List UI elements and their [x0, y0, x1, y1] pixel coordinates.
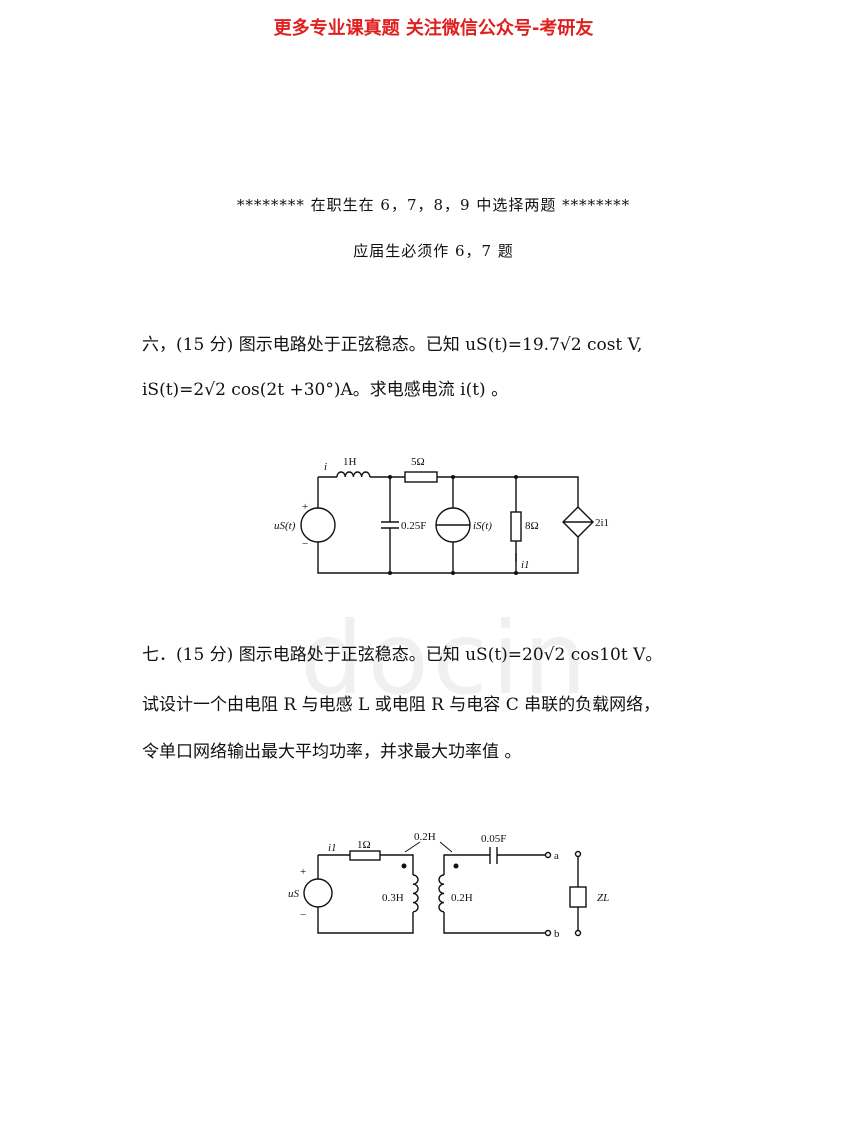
wires [317, 476, 579, 574]
label-zl: ZL [597, 892, 609, 904]
capacitor-0.05f [489, 847, 498, 864]
circuit-q6: i 1H 5Ω uS(t) + − 0.25F iS(t) 8Ω i1 2i1 [274, 456, 609, 575]
question6-line1: 六，(15 分) 图示电路处于正弦稳态。已知 uS(t)=19.7√2 cost… [142, 335, 643, 355]
label-i1: i1 [328, 842, 337, 854]
label-0.3h: 0.3H [382, 892, 404, 904]
label-b: b [554, 928, 560, 940]
question7-line1: 七．(15 分) 图示电路处于正弦稳态。已知 uS(t)=20√2 cos10t… [142, 645, 663, 665]
resistor-8ohm [510, 511, 522, 542]
resistor-5ohm [404, 471, 438, 483]
label-0.2h: 0.2H [451, 892, 473, 904]
label-i1: i1 [521, 559, 530, 571]
resistor-1ohm [349, 850, 381, 861]
terminal-a [544, 851, 552, 859]
coil-secondary [438, 874, 445, 913]
label-plus: + [302, 501, 308, 513]
promo-header: 更多专业课真题 关注微信公众号-考研友 [273, 18, 594, 39]
dot-primary [401, 863, 407, 869]
label-us: uS(t) [274, 520, 296, 532]
load-terminal-top [574, 850, 582, 858]
load-box [569, 886, 587, 908]
voltage-source [303, 878, 333, 908]
label-us: uS [288, 888, 300, 900]
label-1h: 1H [343, 456, 357, 468]
label-1ohm: 1Ω [357, 839, 371, 851]
instruction-line-1: ******** 在职生在 6，7，8，9 中选择两题 ******** [236, 196, 631, 214]
dot-secondary [453, 863, 459, 869]
label-mutual: 0.2H [414, 831, 436, 843]
label-2i1: 2i1 [595, 517, 609, 529]
watermark: docin [300, 600, 591, 717]
coil-primary [412, 874, 419, 913]
circuit-q7: i1 1Ω 0.2H 0.05F uS + − 0.3H 0.2H a b ZL [288, 831, 609, 940]
instruction-line-2: 应届生必须作 6，7 题 [353, 242, 514, 260]
label-8ohm: 8Ω [525, 520, 539, 532]
label-minus: − [300, 909, 306, 921]
inductor-1h [336, 471, 371, 478]
label-a: a [554, 850, 559, 862]
label-plus: + [300, 866, 306, 878]
question7-line3: 令单口网络输出最大平均功率，并求最大功率值 。 [142, 742, 522, 762]
label-is: iS(t) [473, 520, 492, 532]
question6-line2: iS(t)=2√2 cos(2t +30°)A。求电感电流 i(t) 。 [142, 380, 509, 400]
secondary-wires [443, 854, 545, 934]
label-0.05f: 0.05F [481, 833, 506, 845]
label-5ohm: 5Ω [411, 456, 425, 468]
dependent-source [562, 506, 594, 538]
label-minus: − [302, 538, 308, 550]
mutual-leaders [404, 841, 453, 853]
voltage-source [300, 507, 336, 543]
label-i: i [324, 461, 327, 473]
terminal-b [544, 929, 552, 937]
capacitor [381, 477, 399, 573]
load-terminal-bottom [574, 929, 582, 937]
label-0.25f: 0.25F [401, 520, 426, 532]
question7-line2: 试设计一个由电阻 R 与电感 L 或电阻 R 与电容 C 串联的负载网络， [142, 695, 661, 715]
